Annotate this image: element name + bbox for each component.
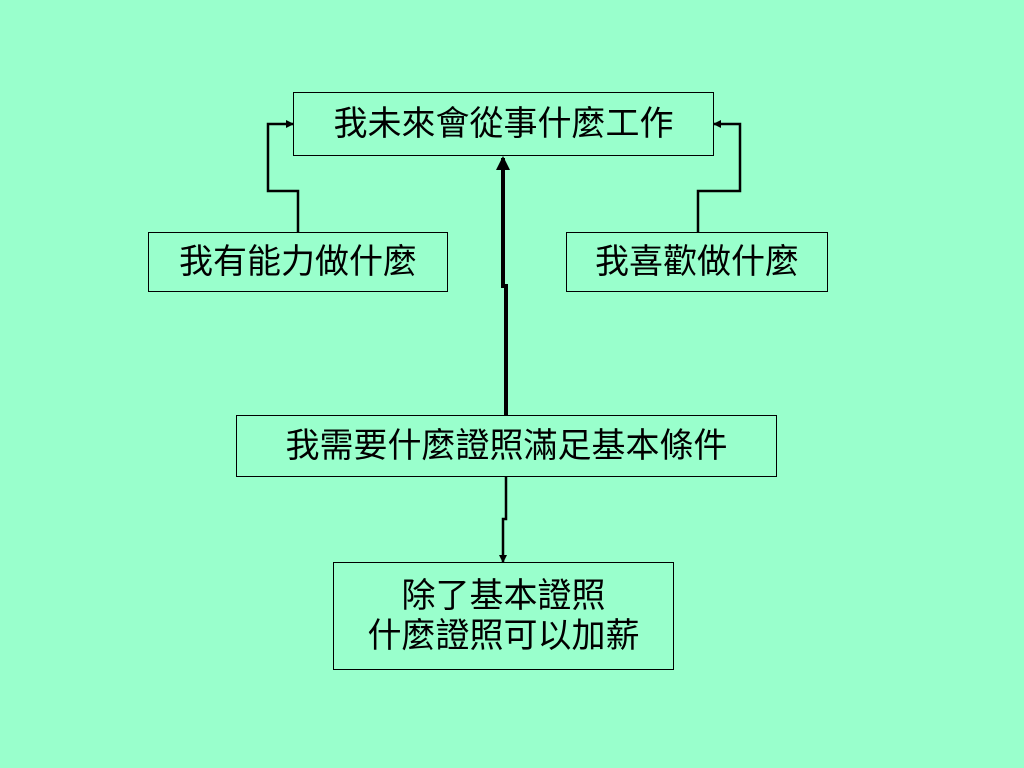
- raise-certificate-line2: 什麼證照可以加薪: [367, 616, 640, 656]
- arrow-middle-to-top: [496, 156, 510, 415]
- arrow-middle-to-bottom: [499, 477, 508, 563]
- ability-box: 我有能力做什麼: [148, 232, 448, 292]
- basic-certificate-box: 我需要什麼證照滿足基本條件: [236, 415, 777, 477]
- arrow-left-to-top: [266, 120, 300, 232]
- ability-label: 我有能力做什麼: [179, 242, 417, 282]
- arrow-right-to-top: [696, 120, 742, 232]
- future-job-box: 我未來會從事什麼工作: [293, 92, 714, 156]
- interest-box: 我喜歡做什麼: [566, 232, 828, 292]
- basic-certificate-label: 我需要什麼證照滿足基本條件: [285, 426, 728, 466]
- raise-certificate-line1: 除了基本證照: [401, 576, 606, 616]
- raise-certificate-box: 除了基本證照 什麼證照可以加薪: [333, 562, 674, 670]
- future-job-label: 我未來會從事什麼工作: [333, 104, 674, 144]
- interest-label: 我喜歡做什麼: [595, 242, 799, 282]
